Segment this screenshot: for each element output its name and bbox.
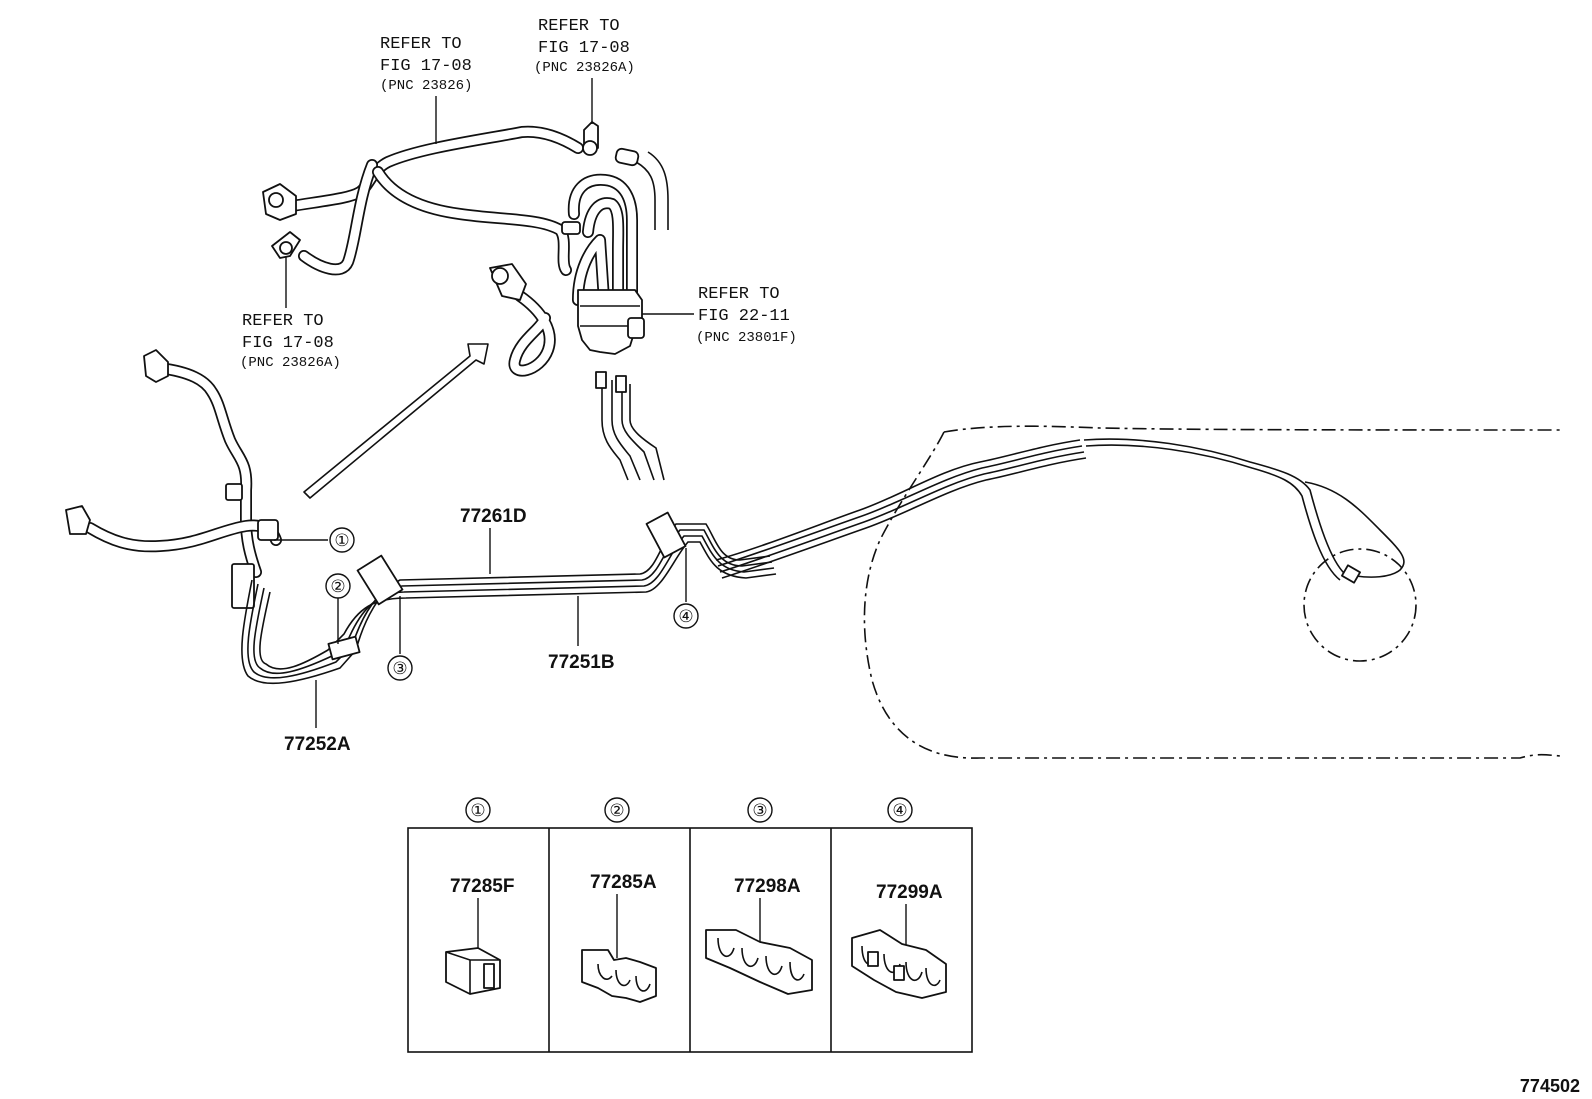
svg-text:77285F: 77285F <box>450 876 514 897</box>
tube-bundle <box>241 438 1405 685</box>
callout-4: ④ <box>673 548 699 629</box>
detail-arrow <box>303 343 489 499</box>
svg-text:③: ③ <box>752 801 767 820</box>
svg-text:77261D: 77261D <box>460 506 527 527</box>
legend-cell-2: ② 77285A <box>581 797 657 1003</box>
part-label-77261d: 77261D <box>460 506 527 574</box>
reference-label-pnc-23826a-top: REFER TO FIG 17-08 (PNC 23826A) <box>534 17 635 124</box>
svg-text:77285A: 77285A <box>590 872 657 893</box>
svg-text:②: ② <box>330 577 345 596</box>
part-label-77252a: 77252A <box>284 680 351 755</box>
svg-text:77299A: 77299A <box>876 882 943 903</box>
fuel-tube-routing <box>65 349 1563 759</box>
svg-text:REFER TO: REFER TO <box>242 312 324 331</box>
svg-text:(PNC 23826): (PNC 23826) <box>380 78 472 94</box>
figure-id: 774502 <box>1520 1076 1580 1096</box>
svg-text:④: ④ <box>678 607 693 626</box>
legend-cell-1: ① 77285F <box>445 797 514 995</box>
svg-text:FIG 22-11: FIG 22-11 <box>698 307 790 326</box>
svg-text:REFER TO: REFER TO <box>538 17 620 36</box>
reference-label-pnc-23826: REFER TO FIG 17-08 (PNC 23826) <box>380 35 472 144</box>
svg-text:FIG 17-08: FIG 17-08 <box>242 334 334 353</box>
reference-label-pnc-23801f: REFER TO FIG 22-11 (PNC 23801F) <box>642 285 797 346</box>
svg-text:FIG 17-08: FIG 17-08 <box>538 39 630 58</box>
svg-text:77298A: 77298A <box>734 876 801 897</box>
svg-text:①: ① <box>470 801 485 820</box>
svg-text:②: ② <box>609 801 624 820</box>
svg-text:77252A: 77252A <box>284 734 351 755</box>
clamp-legend-table: ① 77285F ② 77285A ③ 77298A ④ 77299A <box>407 797 973 1053</box>
vapor-hose-detail <box>262 121 669 481</box>
svg-text:REFER TO: REFER TO <box>698 285 780 304</box>
callout-2: ② <box>325 573 351 644</box>
svg-text:(PNC 23826A): (PNC 23826A) <box>240 355 341 371</box>
svg-text:REFER TO: REFER TO <box>380 35 462 54</box>
callout-3: ③ <box>387 596 413 681</box>
svg-text:③: ③ <box>392 659 407 678</box>
part-label-77251b: 77251B <box>548 596 615 673</box>
svg-text:(PNC 23826A): (PNC 23826A) <box>534 60 635 76</box>
svg-text:①: ① <box>334 531 349 550</box>
svg-text:FIG 17-08: FIG 17-08 <box>380 57 472 76</box>
legend-cell-3: ③ 77298A <box>705 797 813 995</box>
svg-text:④: ④ <box>892 801 907 820</box>
legend-cell-4: ④ 77299A <box>851 797 947 999</box>
svg-text:(PNC 23801F): (PNC 23801F) <box>696 330 797 346</box>
svg-text:77251B: 77251B <box>548 652 615 673</box>
callout-1: ① <box>274 527 355 553</box>
reference-label-pnc-23826a-left: REFER TO FIG 17-08 (PNC 23826A) <box>240 256 341 371</box>
